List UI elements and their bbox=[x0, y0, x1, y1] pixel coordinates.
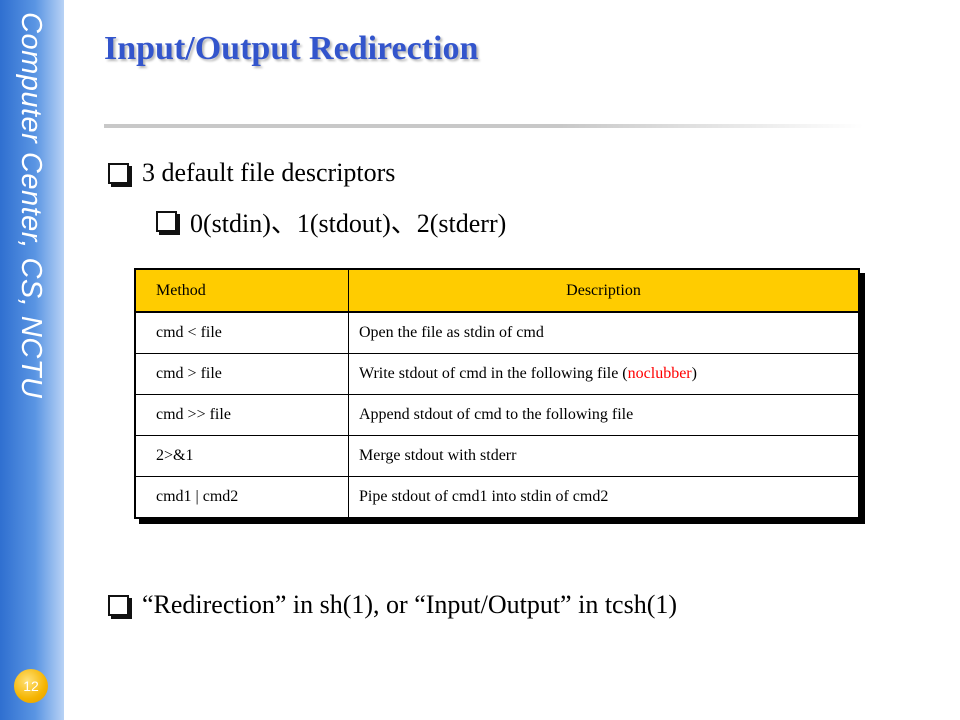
column-header-description: Description bbox=[348, 269, 859, 313]
checkbox-bullet-icon bbox=[108, 594, 129, 616]
method-cell: cmd > file bbox=[135, 353, 349, 395]
bullet-text: “Redirection” in sh(1), or “Input/Output… bbox=[142, 590, 678, 619]
description-text: Write stdout of cmd in the following fil… bbox=[359, 365, 628, 382]
sub-bullet-item: 0(stdin)、1(stdout)、2(stderr) bbox=[156, 203, 506, 240]
table-header-row: Method Description bbox=[135, 269, 859, 313]
table-row: 2>&1 Merge stdout with stderr bbox=[135, 435, 859, 477]
table-row: cmd > file Write stdout of cmd in the fo… bbox=[135, 353, 859, 395]
description-cell: Write stdout of cmd in the following fil… bbox=[348, 353, 859, 395]
description-cell: Pipe stdout of cmd1 into stdin of cmd2 bbox=[359, 488, 609, 505]
sidebar: Computer Center, CS, NCTU bbox=[0, 0, 64, 720]
method-cell: cmd >> file bbox=[135, 394, 349, 436]
column-header-method: Method bbox=[135, 269, 349, 313]
table-row: cmd < file Open the file as stdin of cmd bbox=[135, 312, 859, 354]
method-cell: 2>&1 bbox=[135, 435, 349, 477]
method-cell: cmd1 | cmd2 bbox=[135, 476, 349, 518]
checkbox-bullet-icon bbox=[108, 162, 129, 184]
description-cell: Merge stdout with stderr bbox=[348, 435, 859, 477]
bullet-text: 3 default file descriptors bbox=[142, 158, 396, 187]
table-row: cmd1 | cmd2 Pipe stdout of cmd1 into std… bbox=[135, 476, 859, 518]
redirection-table: Method Description cmd < file Open the f… bbox=[134, 268, 860, 519]
title-divider bbox=[104, 124, 864, 128]
highlight-text: noclubber bbox=[627, 365, 692, 382]
description-cell: Append stdout of cmd to the following fi… bbox=[348, 394, 859, 436]
bullet-item: 3 default file descriptors bbox=[108, 158, 395, 188]
bullet-text: 0(stdin)、1(stdout)、2(stderr) bbox=[190, 209, 507, 238]
sidebar-label: Computer Center, CS, NCTU bbox=[15, 12, 47, 399]
description-text: ) bbox=[691, 365, 697, 382]
method-cell: cmd < file bbox=[135, 312, 349, 354]
page-title: Input/Output Redirection bbox=[104, 30, 479, 67]
description-cell: Open the file as stdin of cmd bbox=[348, 312, 859, 354]
table-row: cmd >> file Append stdout of cmd to the … bbox=[135, 394, 859, 436]
page-number-badge: 12 bbox=[14, 669, 48, 703]
bullet-item: “Redirection” in sh(1), or “Input/Output… bbox=[108, 590, 677, 620]
checkbox-bullet-icon bbox=[156, 211, 177, 232]
